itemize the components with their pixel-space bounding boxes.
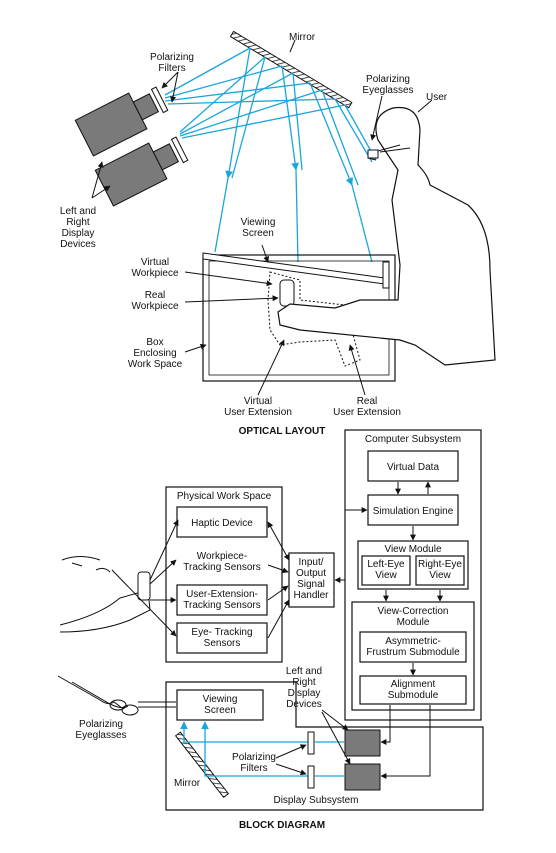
block-diagram: Computer Subsystem Virtual Data Simulati…: [57, 429, 484, 831]
user-figure: [277, 106, 496, 366]
simulation-engine-box: [367, 494, 459, 526]
io-handler-box: [288, 552, 335, 608]
optical-leaders: [91, 39, 433, 396]
display-device-upper-box: [344, 729, 381, 757]
view-module-label: View Module: [384, 544, 442, 555]
block-mirror-label: Mirror: [174, 778, 201, 789]
mirror-label: Mirror: [289, 32, 316, 43]
user-extension-tracking-label: User-Extension-Tracking Sensors: [183, 589, 260, 611]
asymmetric-frustrum-label: Asymmetric-Frustrum Submodule: [366, 636, 460, 658]
alignment-submodule-box: [359, 675, 467, 705]
optical-layout-caption: OPTICAL LAYOUT: [239, 426, 326, 437]
display-subsystem-label: Display Subsystem: [273, 795, 358, 806]
user-extension-tracking-box: [176, 584, 268, 616]
workpiece-tracking-label: Workpiece-Tracking Sensors: [183, 551, 260, 573]
display-device-lower-box: [344, 763, 381, 791]
light-rays: [164, 47, 377, 263]
filter-upper: [307, 731, 315, 755]
block-diagram-caption: BLOCK DIAGRAM: [239, 820, 325, 831]
user-hand-figure: [59, 556, 151, 633]
user-label: User: [426, 92, 448, 103]
haptic-device-label: Haptic Device: [191, 518, 253, 529]
simulation-engine-label: Simulation Engine: [373, 506, 454, 517]
virtual-data-label: Virtual Data: [387, 462, 440, 473]
right-eye-view-box: [415, 555, 465, 586]
asymmetric-frustrum-box: [359, 631, 467, 663]
viewing-screen-box: [176, 689, 264, 721]
haptic-device-box: [176, 506, 268, 538]
eye-tracking-box: [176, 622, 268, 654]
viewing-screen-shape: [202, 252, 386, 285]
display-device-upper: [74, 86, 169, 157]
virtual-data-box: [367, 450, 459, 482]
physical-work-space-label: Physical Work Space: [177, 491, 272, 502]
eyeglasses-icon: [57, 675, 139, 716]
left-eye-view-box: [361, 555, 411, 586]
computer-subsystem-label: Computer Subsystem: [365, 434, 461, 445]
mirror-shape: [229, 30, 353, 109]
filter-lower: [307, 765, 315, 789]
real-workpiece-shape: [279, 279, 295, 307]
